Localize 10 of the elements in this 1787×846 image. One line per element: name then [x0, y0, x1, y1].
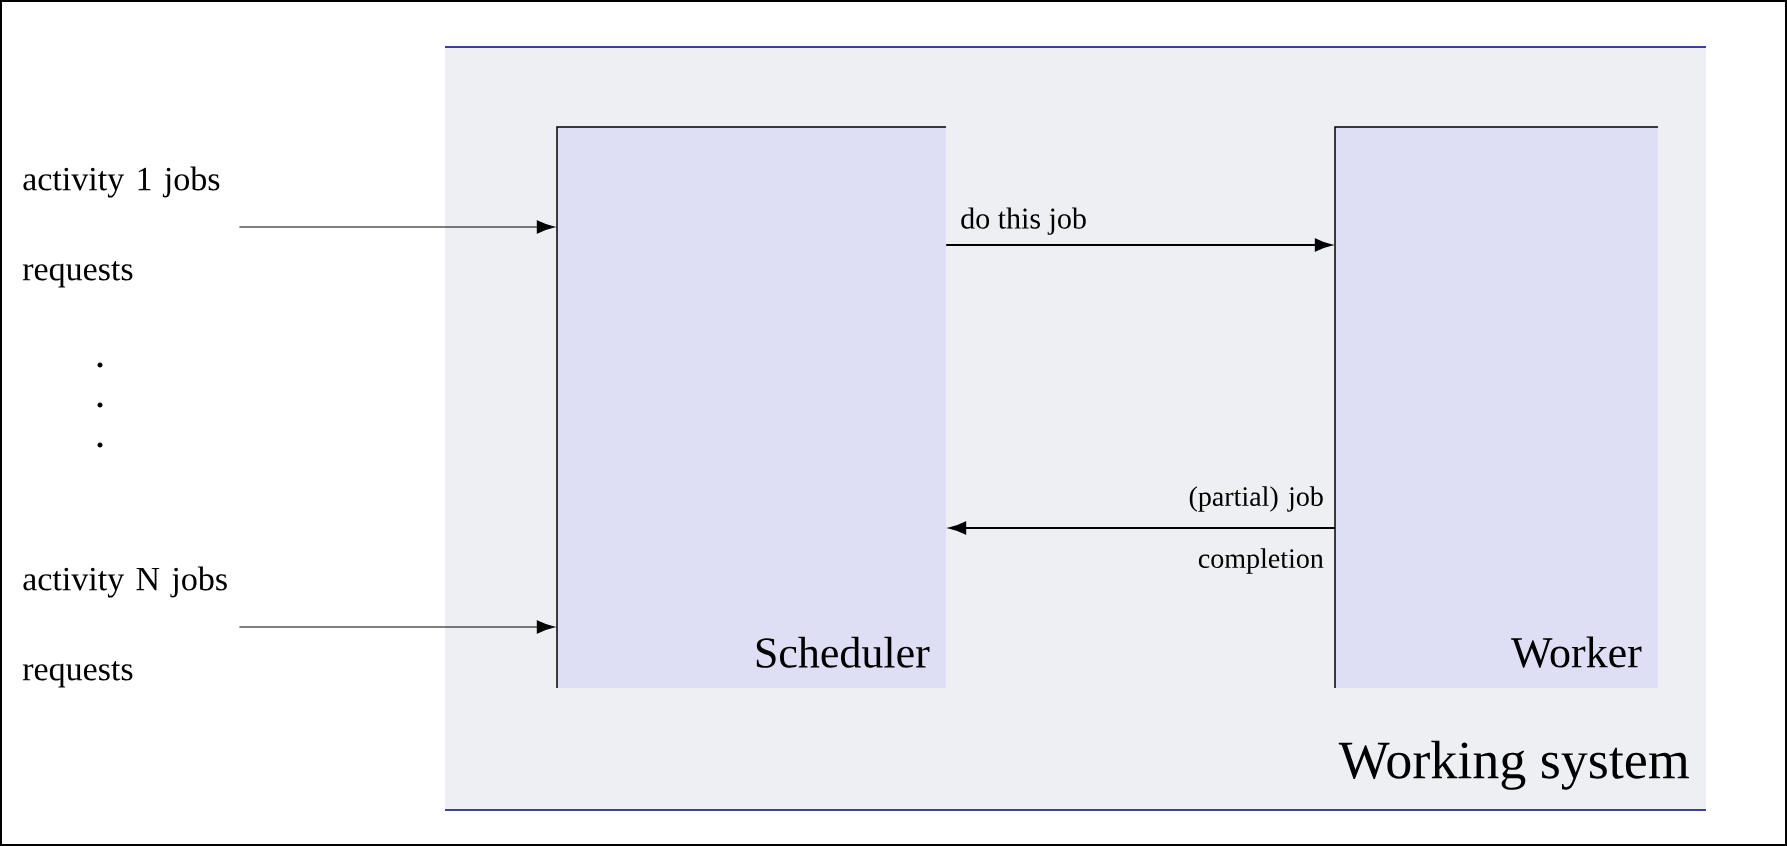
- request-text: activity 1 jobs requests: [22, 166, 220, 288]
- process-box: Scheduler: [556, 126, 947, 689]
- edge-label: do this job: [961, 207, 1086, 235]
- arrow: [945, 238, 1332, 252]
- edge-label: (partial) job completion: [1189, 486, 1324, 574]
- arrow: [238, 220, 555, 234]
- request-text: activity N jobs requests: [22, 566, 227, 688]
- process-box: Worker: [1334, 126, 1659, 689]
- arrow: [949, 521, 1336, 535]
- arrow: [238, 620, 555, 634]
